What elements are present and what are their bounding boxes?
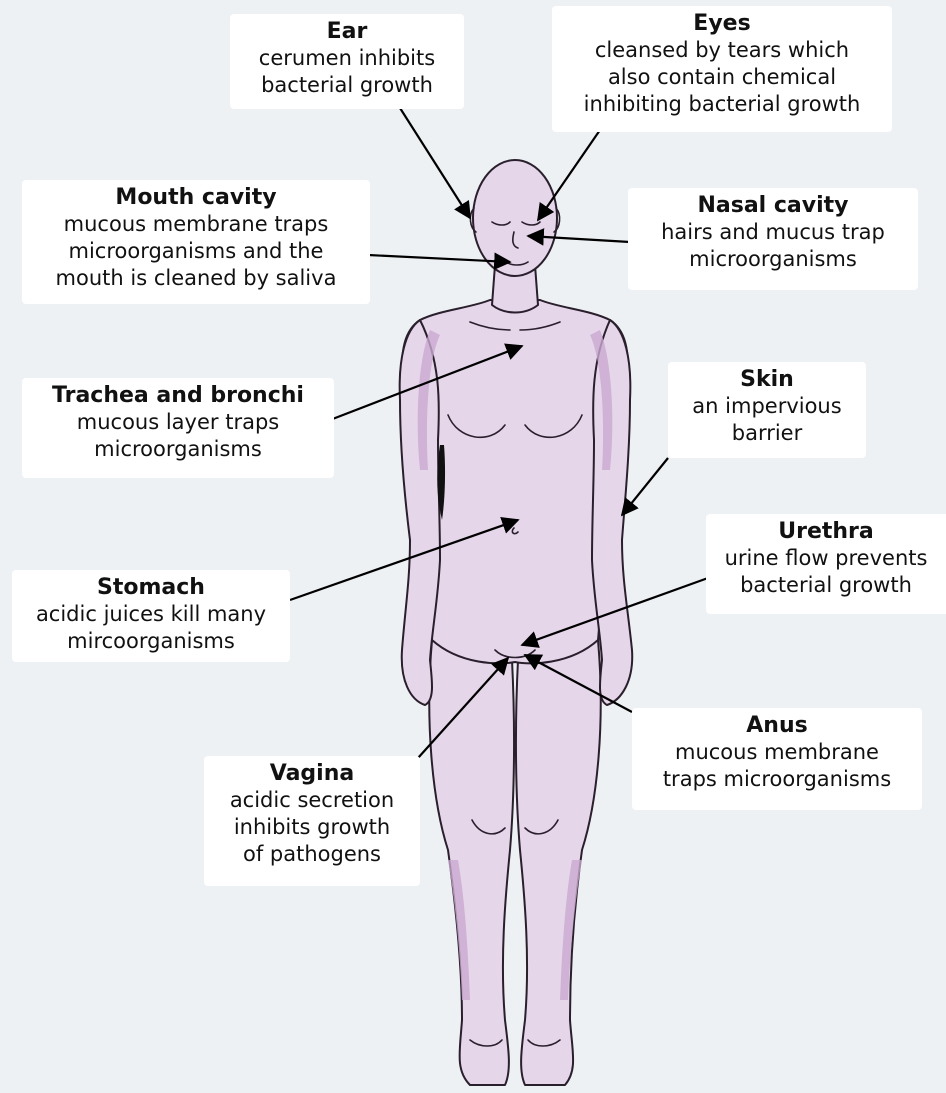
label-nasal-cavity: Nasal cavity hairs and mucus trap microo… <box>628 188 918 290</box>
label-trachea-title: Trachea and bronchi <box>28 382 328 409</box>
arrow-skin <box>622 458 668 515</box>
label-nasal-title: Nasal cavity <box>634 192 912 219</box>
label-skin-title: Skin <box>674 366 860 393</box>
label-stomach-desc: acidic juices kill many mircoorganisms <box>18 601 284 655</box>
label-stomach-title: Stomach <box>18 574 284 601</box>
label-eyes-title: Eyes <box>558 10 886 37</box>
label-vagina: Vagina acidic secretion inhibits growth … <box>204 756 420 886</box>
label-urethra-title: Urethra <box>712 518 940 545</box>
right-leg <box>516 640 601 1085</box>
label-ear-desc: cerumen inhibits bacterial growth <box>236 45 458 99</box>
arrow-ear <box>400 108 470 218</box>
label-urethra: Urethra urine flow prevents bacterial gr… <box>706 514 946 614</box>
label-mouth-desc: mucous membrane traps microorganisms and… <box>28 211 364 292</box>
label-anus-desc: mucous membrane traps microorganisms <box>638 739 916 793</box>
left-leg <box>429 640 514 1085</box>
head <box>473 160 557 276</box>
arrow-eyes <box>538 130 600 220</box>
label-trachea-desc: mucous layer traps microorganisms <box>28 409 328 463</box>
label-mouth-title: Mouth cavity <box>28 184 364 211</box>
label-anus: Anus mucous membrane traps microorganism… <box>632 708 922 810</box>
human-body <box>400 160 633 1085</box>
label-ear: Ear cerumen inhibits bacterial growth <box>230 14 464 109</box>
label-trachea-bronchi: Trachea and bronchi mucous layer traps m… <box>22 378 334 478</box>
label-nasal-desc: hairs and mucus trap microorganisms <box>634 219 912 273</box>
label-eyes-desc: cleansed by tears which also contain che… <box>558 37 886 118</box>
label-vagina-title: Vagina <box>210 760 414 787</box>
label-skin-desc: an impervious barrier <box>674 393 860 447</box>
label-skin: Skin an impervious barrier <box>668 362 866 458</box>
label-stomach: Stomach acidic juices kill many mircoorg… <box>12 570 290 662</box>
label-ear-title: Ear <box>236 18 458 45</box>
label-vagina-desc: acidic secretion inhibits growth of path… <box>210 787 414 868</box>
label-eyes: Eyes cleansed by tears which also contai… <box>552 6 892 132</box>
label-urethra-desc: urine flow prevents bacterial growth <box>712 545 940 599</box>
label-anus-title: Anus <box>638 712 916 739</box>
label-mouth-cavity: Mouth cavity mucous membrane traps micro… <box>22 180 370 304</box>
